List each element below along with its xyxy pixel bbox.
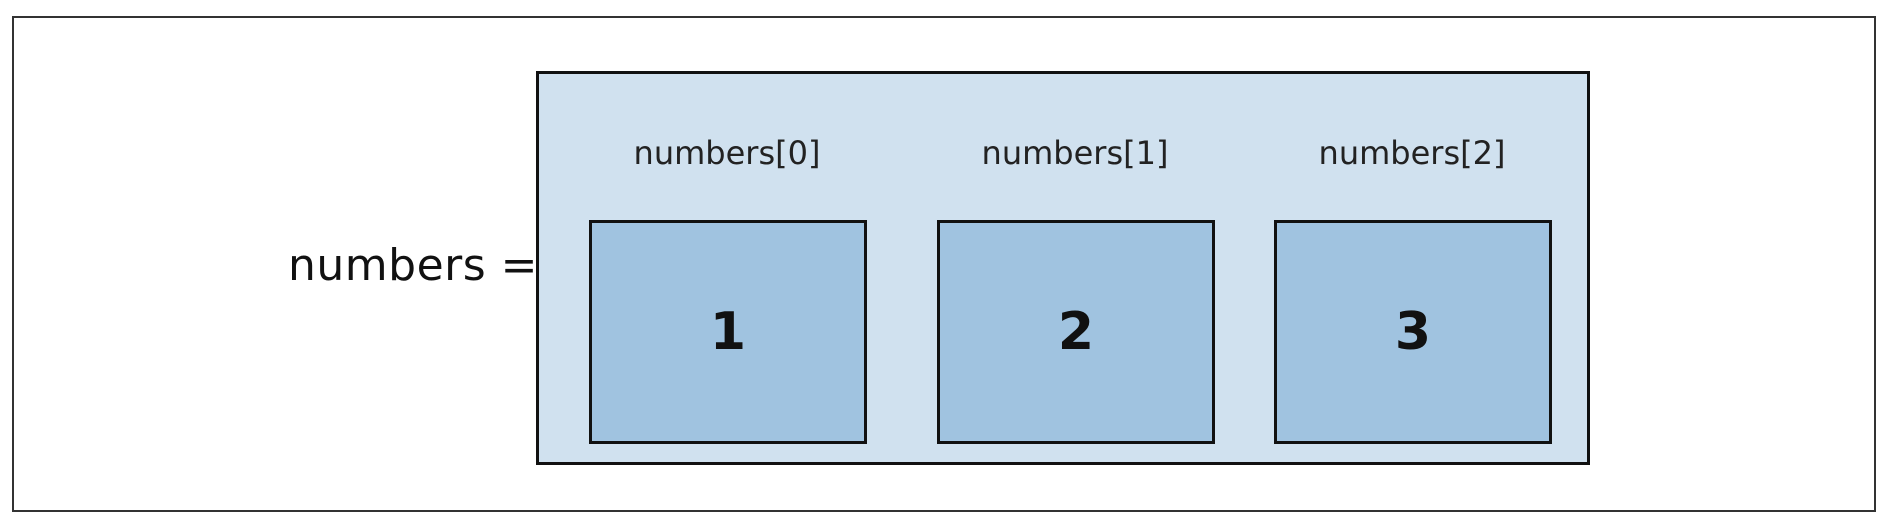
array-cell-0: 1 — [589, 220, 867, 444]
cell-value-1: 2 — [1057, 302, 1095, 362]
index-label-2: numbers[2] — [1318, 134, 1506, 172]
array-cell-2: 3 — [1274, 220, 1552, 444]
variable-label: numbers = — [288, 240, 539, 291]
array-cell-1: 2 — [937, 220, 1215, 444]
index-label-0: numbers[0] — [633, 134, 821, 172]
array-container: numbers[0] numbers[1] numbers[2] 1 2 3 — [536, 71, 1590, 465]
cell-value-0: 1 — [709, 302, 747, 362]
cell-value-2: 3 — [1394, 302, 1432, 362]
index-label-1: numbers[1] — [981, 134, 1169, 172]
